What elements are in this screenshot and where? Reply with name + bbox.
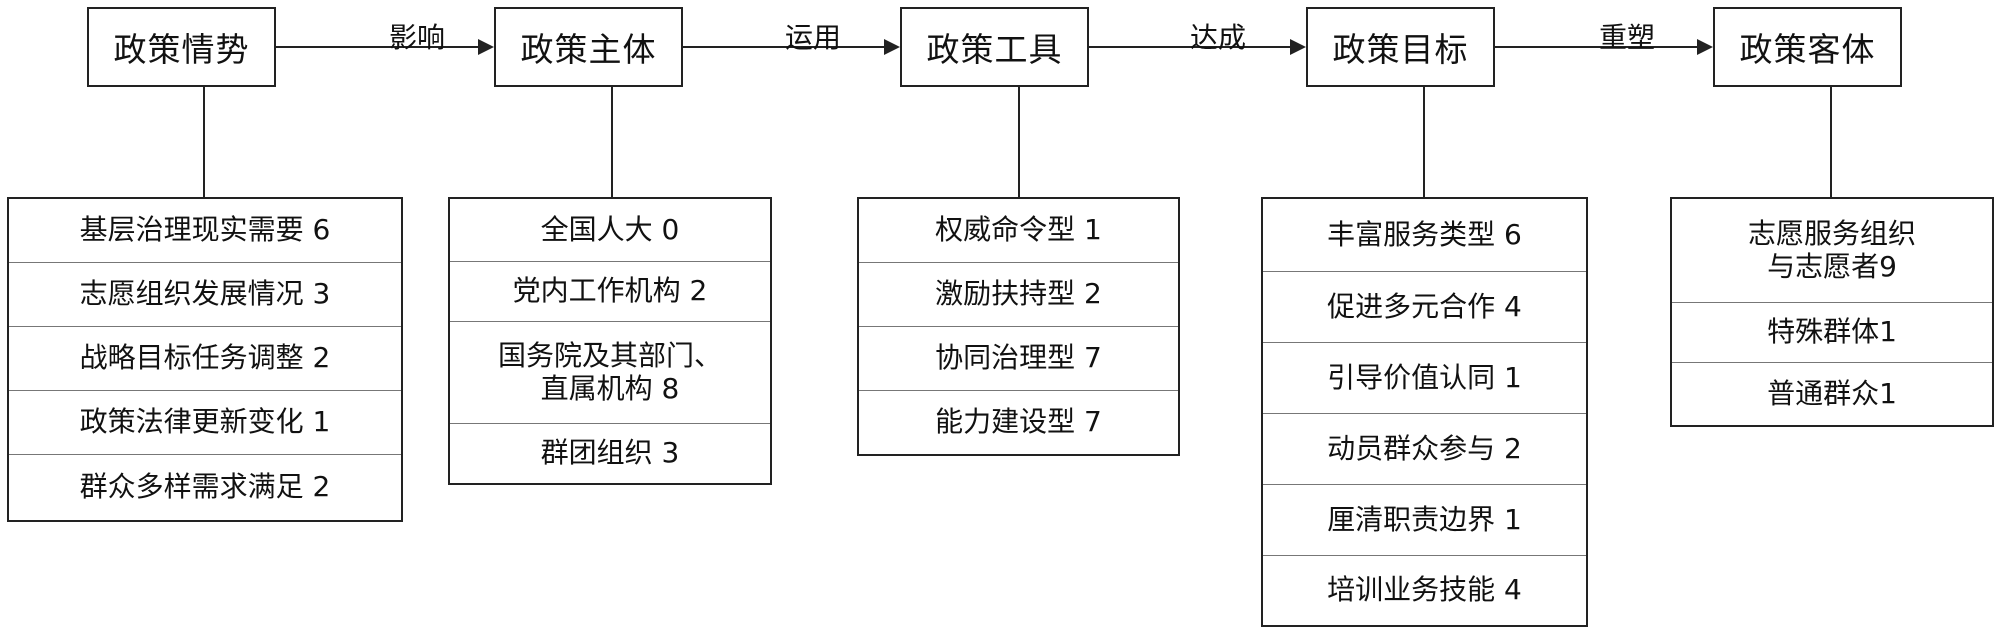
list-item: 协同治理型 7 <box>859 327 1178 391</box>
list-item: 特殊群体1 <box>1672 303 1992 363</box>
list-policy-subject: 全国人大 0 党内工作机构 2 国务院及其部门、 直属机构 8 群团组织 3 <box>448 197 772 485</box>
list-item: 全国人大 0 <box>450 199 770 262</box>
node-label: 政策主体 <box>520 30 657 69</box>
node-label: 政策情势 <box>113 30 250 69</box>
node-policy-situation: 政策情势 <box>87 7 276 87</box>
list-item: 党内工作机构 2 <box>450 262 770 322</box>
list-item: 国务院及其部门、 直属机构 8 <box>450 322 770 424</box>
list-item: 志愿服务组织 与志愿者9 <box>1672 199 1992 303</box>
stem-2 <box>611 87 613 197</box>
node-policy-goal: 政策目标 <box>1306 7 1495 87</box>
list-item: 能力建设型 7 <box>935 405 1102 439</box>
list-item: 促进多元合作 4 <box>1263 272 1586 343</box>
list-item: 政策法律更新变化 1 <box>9 391 401 455</box>
node-label: 政策客体 <box>1739 30 1876 69</box>
edge-label-2: 运用 <box>784 21 842 54</box>
list-item: 志愿组织发展情况 3 <box>9 263 401 327</box>
list-item: 战略目标任务调整 2 <box>9 327 401 391</box>
node-policy-subject: 政策主体 <box>494 7 683 87</box>
list-item: 培训业务技能 4 <box>1327 573 1522 607</box>
node-label: 政策工具 <box>926 30 1063 69</box>
list-item: 权威命令型 1 <box>859 199 1178 263</box>
list-item: 引导价值认同 1 <box>1263 343 1586 414</box>
edge-line-2 <box>683 46 886 48</box>
edge-line-4 <box>1495 46 1699 48</box>
arrowhead-1 <box>478 39 494 55</box>
list-item: 群团组织 3 <box>540 436 680 470</box>
stem-5 <box>1830 87 1832 197</box>
list-item: 动员群众参与 2 <box>1263 414 1586 485</box>
list-item: 厘清职责边界 1 <box>1263 485 1586 556</box>
node-policy-object: 政策客体 <box>1713 7 1902 87</box>
edge-line-1 <box>276 46 480 48</box>
edge-label-4: 重塑 <box>1598 21 1656 54</box>
node-label: 政策目标 <box>1332 30 1469 69</box>
edge-line-3 <box>1089 46 1292 48</box>
list-item: 基层治理现实需要 6 <box>9 199 401 263</box>
list-policy-goal: 丰富服务类型 6 促进多元合作 4 引导价值认同 1 动员群众参与 2 厘清职责… <box>1261 197 1588 627</box>
stem-3 <box>1018 87 1020 197</box>
stem-1 <box>203 87 205 197</box>
list-item: 丰富服务类型 6 <box>1263 199 1586 272</box>
edge-label-3: 达成 <box>1189 21 1247 54</box>
list-policy-tool: 权威命令型 1 激励扶持型 2 协同治理型 7 能力建设型 7 <box>857 197 1180 456</box>
list-policy-object: 志愿服务组织 与志愿者9 特殊群体1 普通群众1 <box>1670 197 1994 427</box>
list-item: 激励扶持型 2 <box>859 263 1178 327</box>
arrowhead-3 <box>1290 39 1306 55</box>
edge-label-1: 影响 <box>388 21 446 54</box>
arrowhead-4 <box>1697 39 1713 55</box>
list-item: 普通群众1 <box>1767 376 1897 410</box>
node-policy-tool: 政策工具 <box>900 7 1089 87</box>
list-policy-situation: 基层治理现实需要 6 志愿组织发展情况 3 战略目标任务调整 2 政策法律更新变… <box>7 197 403 522</box>
stem-4 <box>1423 87 1425 197</box>
list-item: 群众多样需求满足 2 <box>79 470 331 504</box>
arrowhead-2 <box>884 39 900 55</box>
